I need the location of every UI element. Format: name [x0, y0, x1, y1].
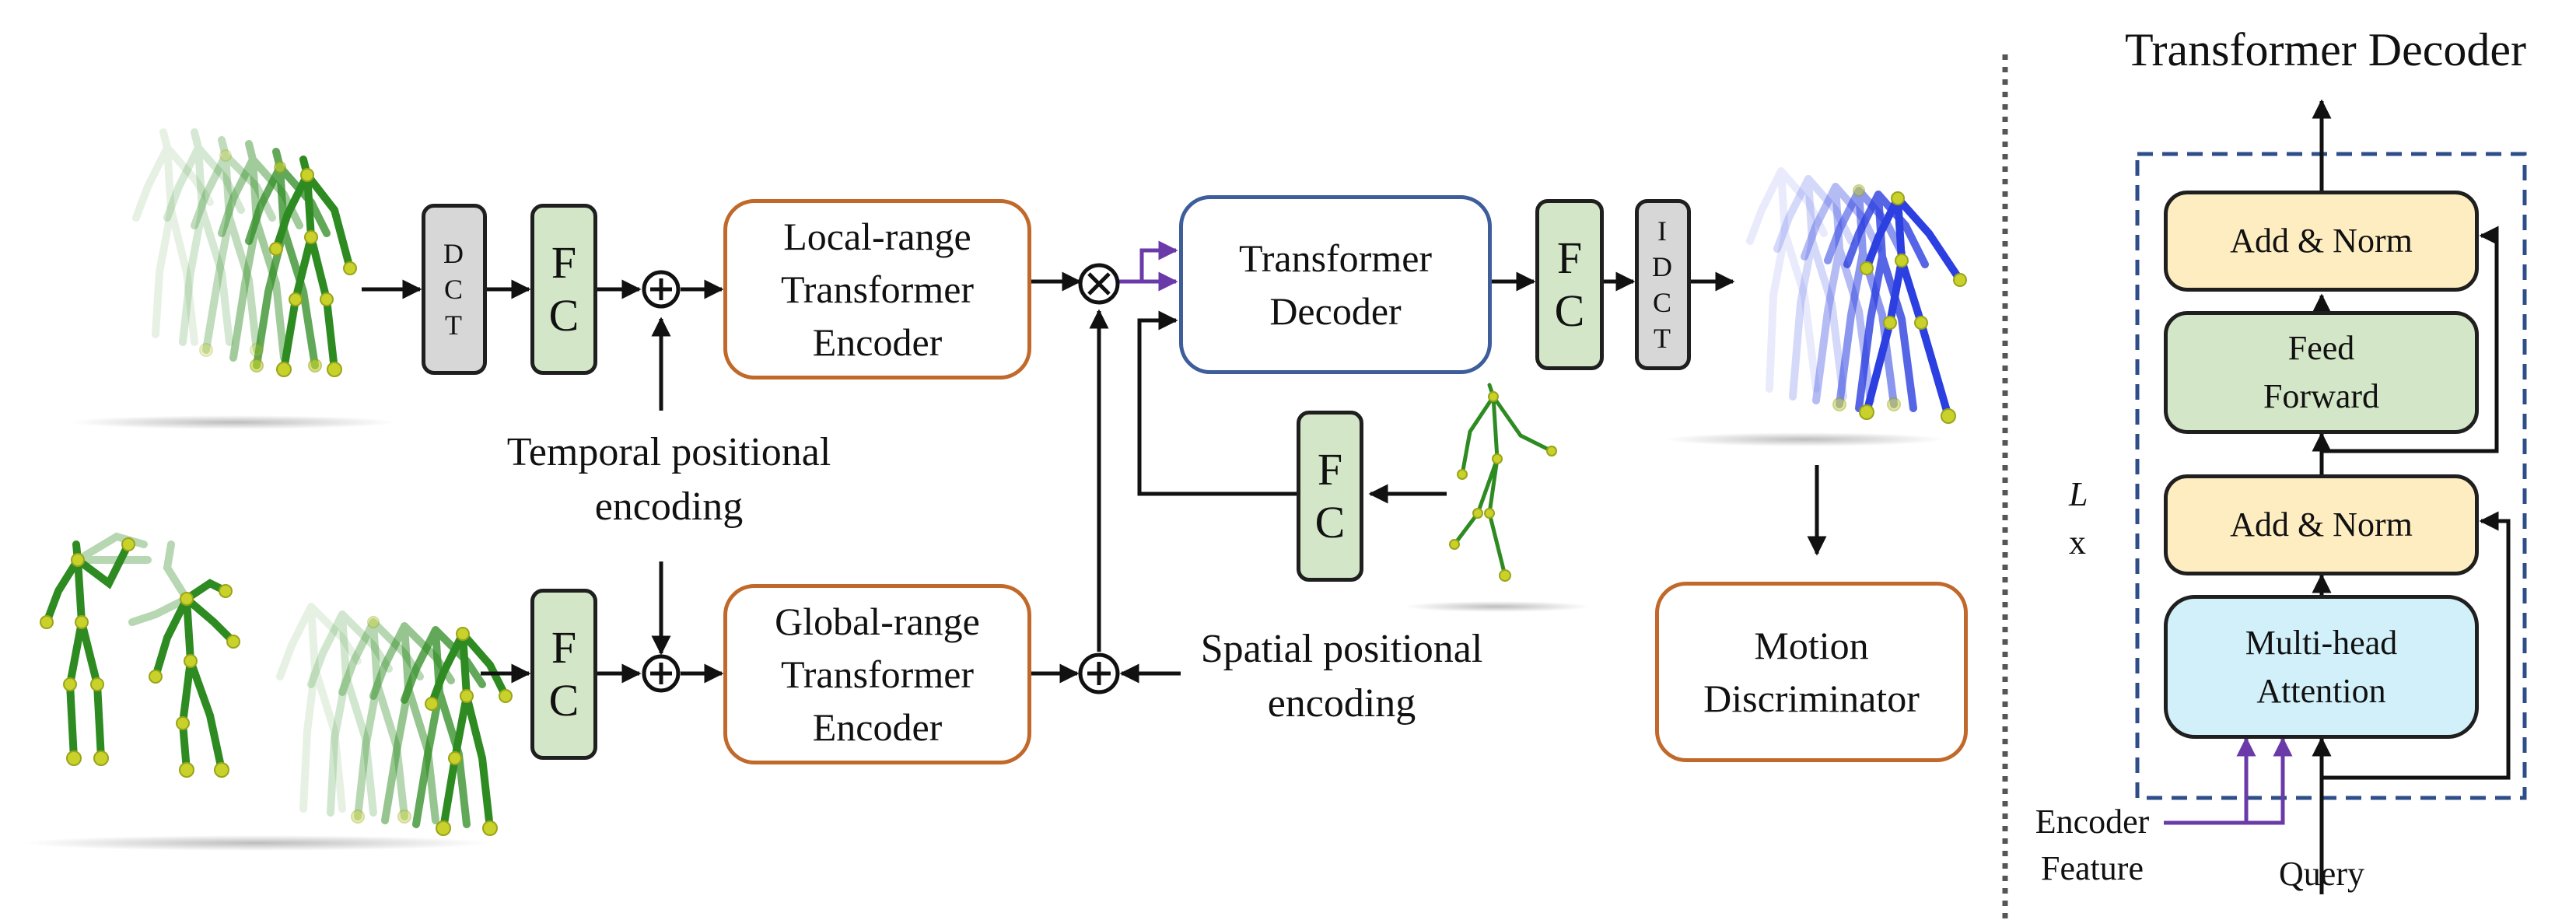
dct-block: D C T: [422, 204, 487, 375]
local-range-transformer-encoder: Local-range Transformer Encoder: [723, 199, 1031, 380]
temporal-positional-encoding-label: Temporal positional encoding: [506, 430, 831, 529]
multi-head-attention-block: Multi-head Attention: [2164, 595, 2479, 739]
purple-arrows: [1118, 240, 1178, 292]
input-pose-sequence-top: [70, 128, 397, 429]
detail-title: Transformer Decoder: [2125, 24, 2526, 75]
query-label: Query: [2279, 855, 2364, 893]
add-norm-top: Add & Norm: [2164, 191, 2479, 292]
decoder-layer-boundary: [2135, 152, 2527, 800]
fc-block-decoder-output: F C: [1535, 199, 1604, 370]
multiply-operator: [1078, 263, 1120, 305]
encoder-feature-arrows: [2164, 736, 2293, 825]
fc-block-bottom: F C: [530, 589, 597, 760]
layer-repeat-label: L x: [2069, 422, 2139, 567]
fc-block-top: F C: [530, 204, 597, 375]
input-pose-sequence-bottom: [23, 532, 513, 851]
layer-count-symbol: L: [2069, 475, 2088, 513]
query-pose: [1404, 383, 1591, 612]
detail-arrows: [2312, 99, 2511, 894]
fc-block-query: F C: [1297, 411, 1363, 582]
encoder-feature-label: Encoder Feature: [2035, 803, 2150, 887]
add-operator-spatial: [1078, 652, 1120, 694]
add-operator-bottom: [642, 654, 681, 693]
add-operator-top: [642, 270, 681, 309]
transformer-decoder-block: Transformer Decoder: [1179, 195, 1492, 374]
layer-repeat-suffix: x: [2069, 523, 2086, 561]
motion-discriminator: Motion Discriminator: [1655, 582, 1968, 762]
add-norm-bottom: Add & Norm: [2164, 474, 2479, 575]
output-pose-sequence: [1664, 167, 1967, 446]
pipeline-arrows: [362, 271, 1827, 684]
global-range-transformer-encoder: Global-range Transformer Encoder: [723, 584, 1031, 764]
feed-forward-block: Feed Forward: [2164, 311, 2479, 434]
idct-block: I D C T: [1635, 199, 1691, 370]
spatial-positional-encoding-label: Spatial positional encoding: [1200, 627, 1483, 726]
